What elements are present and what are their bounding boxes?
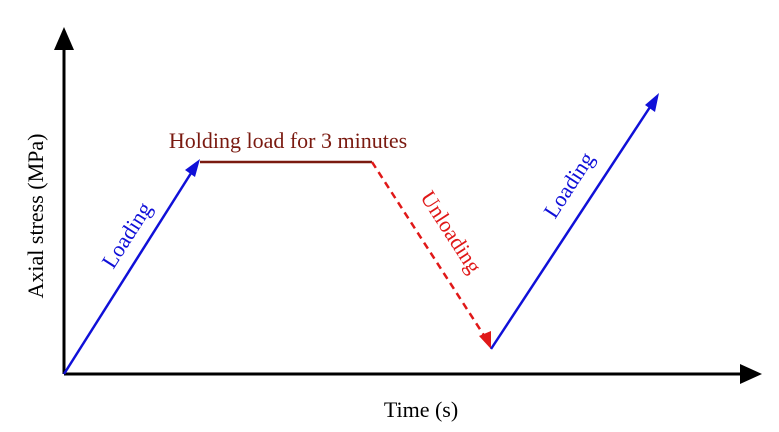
holding-label: Holding load for 3 minutes xyxy=(169,128,407,153)
loading-2-label: Loading xyxy=(538,147,599,222)
y-axis-label: Axial stress (MPa) xyxy=(23,134,48,299)
unloading-label: Unloading xyxy=(416,186,488,278)
unloading-arrowhead xyxy=(479,331,491,349)
loading-1-arrowhead xyxy=(185,159,200,177)
loading-2-line xyxy=(489,103,654,350)
loading-2-arrowhead xyxy=(645,93,659,112)
loading-1-line xyxy=(62,169,195,375)
x-axis-arrowhead xyxy=(740,364,762,384)
y-axis-arrowhead xyxy=(54,27,74,50)
unloading-line xyxy=(370,161,487,338)
x-axis-label: Time (s) xyxy=(384,397,458,422)
loading-1-label: Loading xyxy=(96,197,156,272)
